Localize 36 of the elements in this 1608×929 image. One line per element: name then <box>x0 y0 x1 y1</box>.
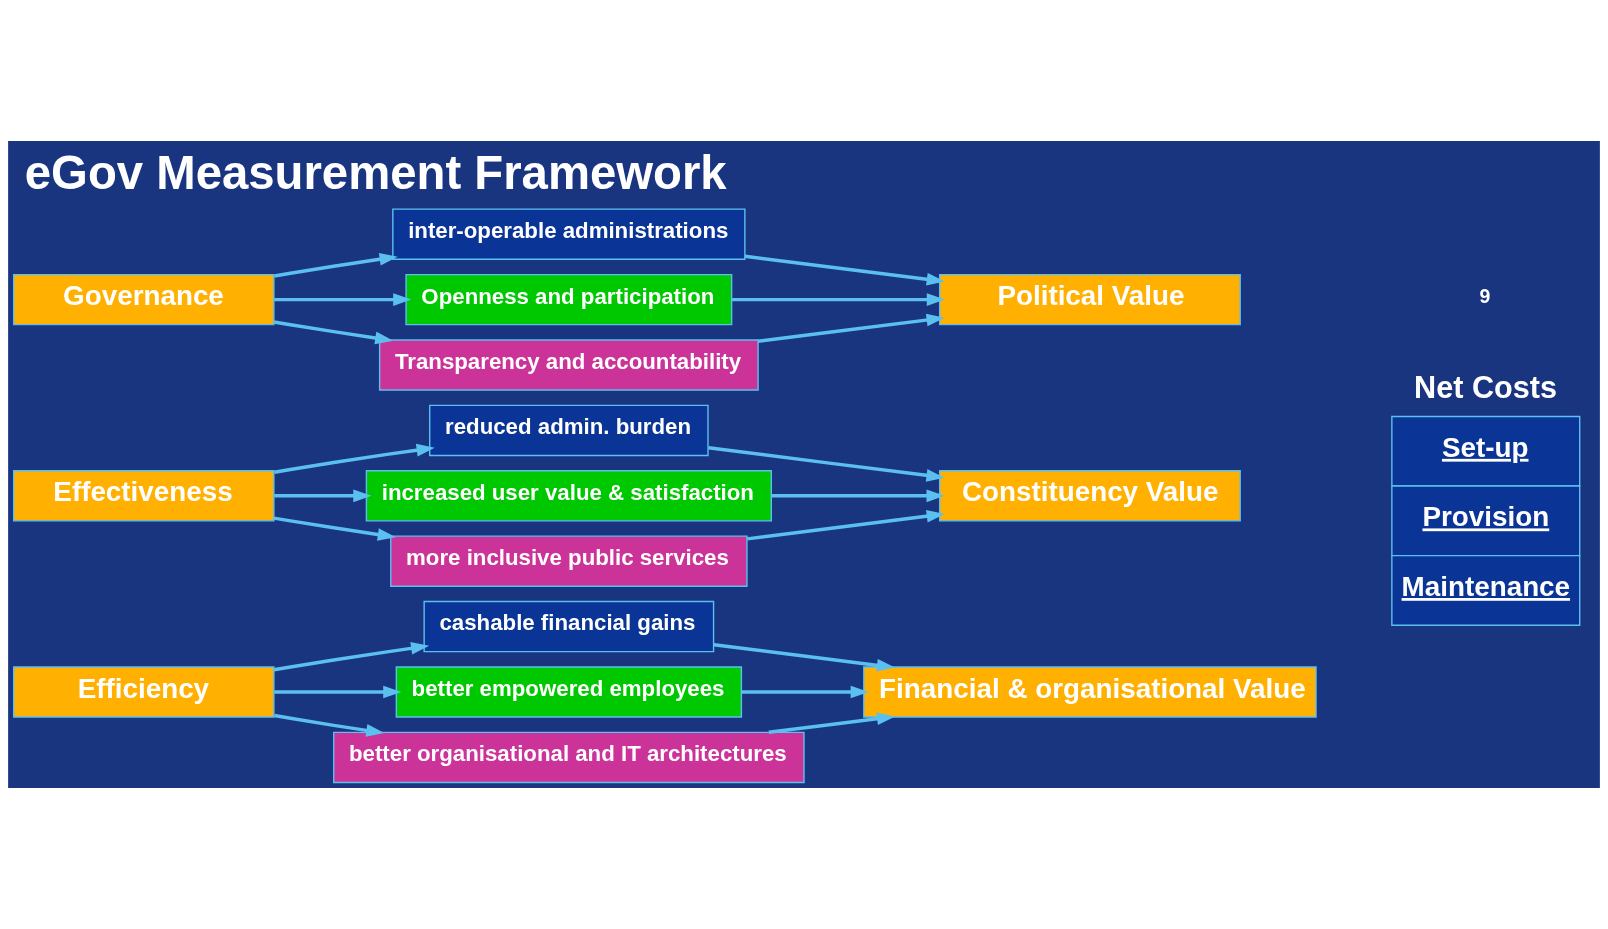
arrow <box>274 293 412 306</box>
node-box: better organisational and IT architectures <box>333 731 805 784</box>
arrow <box>274 253 398 278</box>
node-box: Constituency Value <box>938 470 1241 522</box>
arrow <box>274 713 385 737</box>
node-box: Governance <box>13 273 275 326</box>
arrow <box>273 320 394 345</box>
arrow <box>274 685 402 699</box>
arrow <box>713 643 895 672</box>
node-box: better empowered employees <box>395 666 743 718</box>
arrow <box>731 293 945 306</box>
arrow <box>274 443 435 474</box>
arrow <box>744 254 945 286</box>
arrow <box>757 313 945 344</box>
node-box: Financial & organisational Value <box>863 666 1317 718</box>
node-box: inter-operable administrations <box>392 208 746 260</box>
arrow <box>741 685 869 699</box>
node-box: Political Value <box>938 273 1241 326</box>
arrow <box>273 516 396 541</box>
node-box: increased user value & satisfaction <box>365 470 772 522</box>
node-box: Openness and participation <box>405 273 733 326</box>
arrow <box>708 446 945 482</box>
node-box: Effectiveness <box>13 470 275 522</box>
node-box: Efficiency <box>13 666 275 718</box>
arrow <box>746 509 945 541</box>
label: 9 <box>1479 285 1491 308</box>
arrow <box>771 489 945 503</box>
node-label: Net Costs <box>1414 369 1557 404</box>
arrow <box>273 642 430 672</box>
node-box: cashable financial gains <box>423 600 715 653</box>
arrow <box>768 712 896 735</box>
diagram-title: eGov Measurement Framework <box>24 145 727 199</box>
arrow <box>274 489 372 503</box>
node-box: more inclusive public services <box>390 535 748 587</box>
node-box: reduced admin. burden <box>429 404 709 457</box>
node-box: Transparency and accountability <box>378 339 759 391</box>
